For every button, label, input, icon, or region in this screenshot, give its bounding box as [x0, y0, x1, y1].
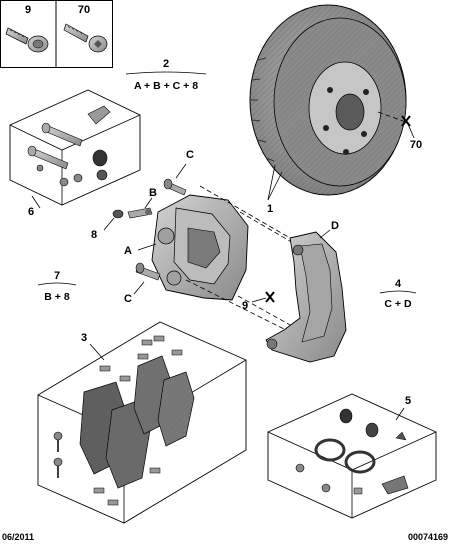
- kit-4-formula: C + D: [384, 298, 412, 310]
- part-label-9: 9: [25, 4, 31, 16]
- dust-boot-icon: [339, 408, 407, 441]
- kit-7-formula: B + 8: [44, 291, 70, 303]
- small-screw-icon: [36, 164, 83, 187]
- bleed-screw-icon: [127, 207, 153, 219]
- screw-9-icon: [5, 27, 49, 53]
- part-label-7: 7: [54, 270, 60, 282]
- kit-box-3: [37, 321, 247, 524]
- clip-icon: [87, 105, 111, 125]
- caliper-bolt-top-icon: [163, 178, 187, 196]
- part-label-5: 5: [405, 395, 411, 407]
- pad-clip-icon: [93, 335, 183, 506]
- kit-7-label: 7 B + 8: [37, 270, 77, 303]
- part-label-C-top: C: [186, 149, 194, 161]
- part-label-4: 4: [395, 278, 402, 290]
- pad-bolt-icon: [53, 431, 63, 478]
- small-parts-icon: [295, 463, 409, 495]
- kit-4-label: 4 C + D: [379, 278, 417, 310]
- part-label-2: 2: [163, 58, 169, 70]
- caliper-icon: [151, 194, 249, 301]
- part-label-A: A: [124, 245, 132, 257]
- caliper-bolt-bottom-icon: [135, 262, 161, 281]
- kit-2-formula: A + B + C + 8: [134, 80, 198, 92]
- part-label-70b: 70: [410, 139, 422, 151]
- footer-date: 06/2011: [2, 532, 34, 542]
- part-label-6: 6: [28, 206, 34, 218]
- kit-box-5: [267, 393, 437, 519]
- part-label-70: 70: [78, 4, 90, 16]
- seal-ring-icon: [314, 438, 376, 474]
- carrier-screw-marker-icon: [265, 291, 275, 303]
- kit-2-label: 2 A + B + C + 8: [125, 58, 207, 92]
- screws-box: 9 70: [0, 0, 113, 68]
- brake-disc-icon: [249, 4, 407, 196]
- screw-70-icon: [63, 23, 108, 53]
- bleed-cap-icon: [112, 209, 124, 219]
- part-label-8: 8: [91, 229, 97, 241]
- part-label-D: D: [331, 220, 339, 232]
- part-label-C-bottom: C: [124, 293, 132, 305]
- part-label-1: 1: [267, 203, 273, 215]
- brake-pad-icon: [79, 355, 195, 489]
- part-label-3: 3: [81, 332, 87, 344]
- part-label-B: B: [149, 187, 157, 199]
- part-label-9b: 9: [242, 300, 248, 312]
- footer-ref: 00074169: [408, 532, 448, 542]
- boot-icon: [92, 149, 108, 181]
- kit-box-6: [9, 89, 141, 206]
- caliper-carrier-icon: [265, 231, 347, 363]
- disc-screw-marker-icon: [377, 111, 411, 127]
- guide-pin-icon: [27, 122, 83, 170]
